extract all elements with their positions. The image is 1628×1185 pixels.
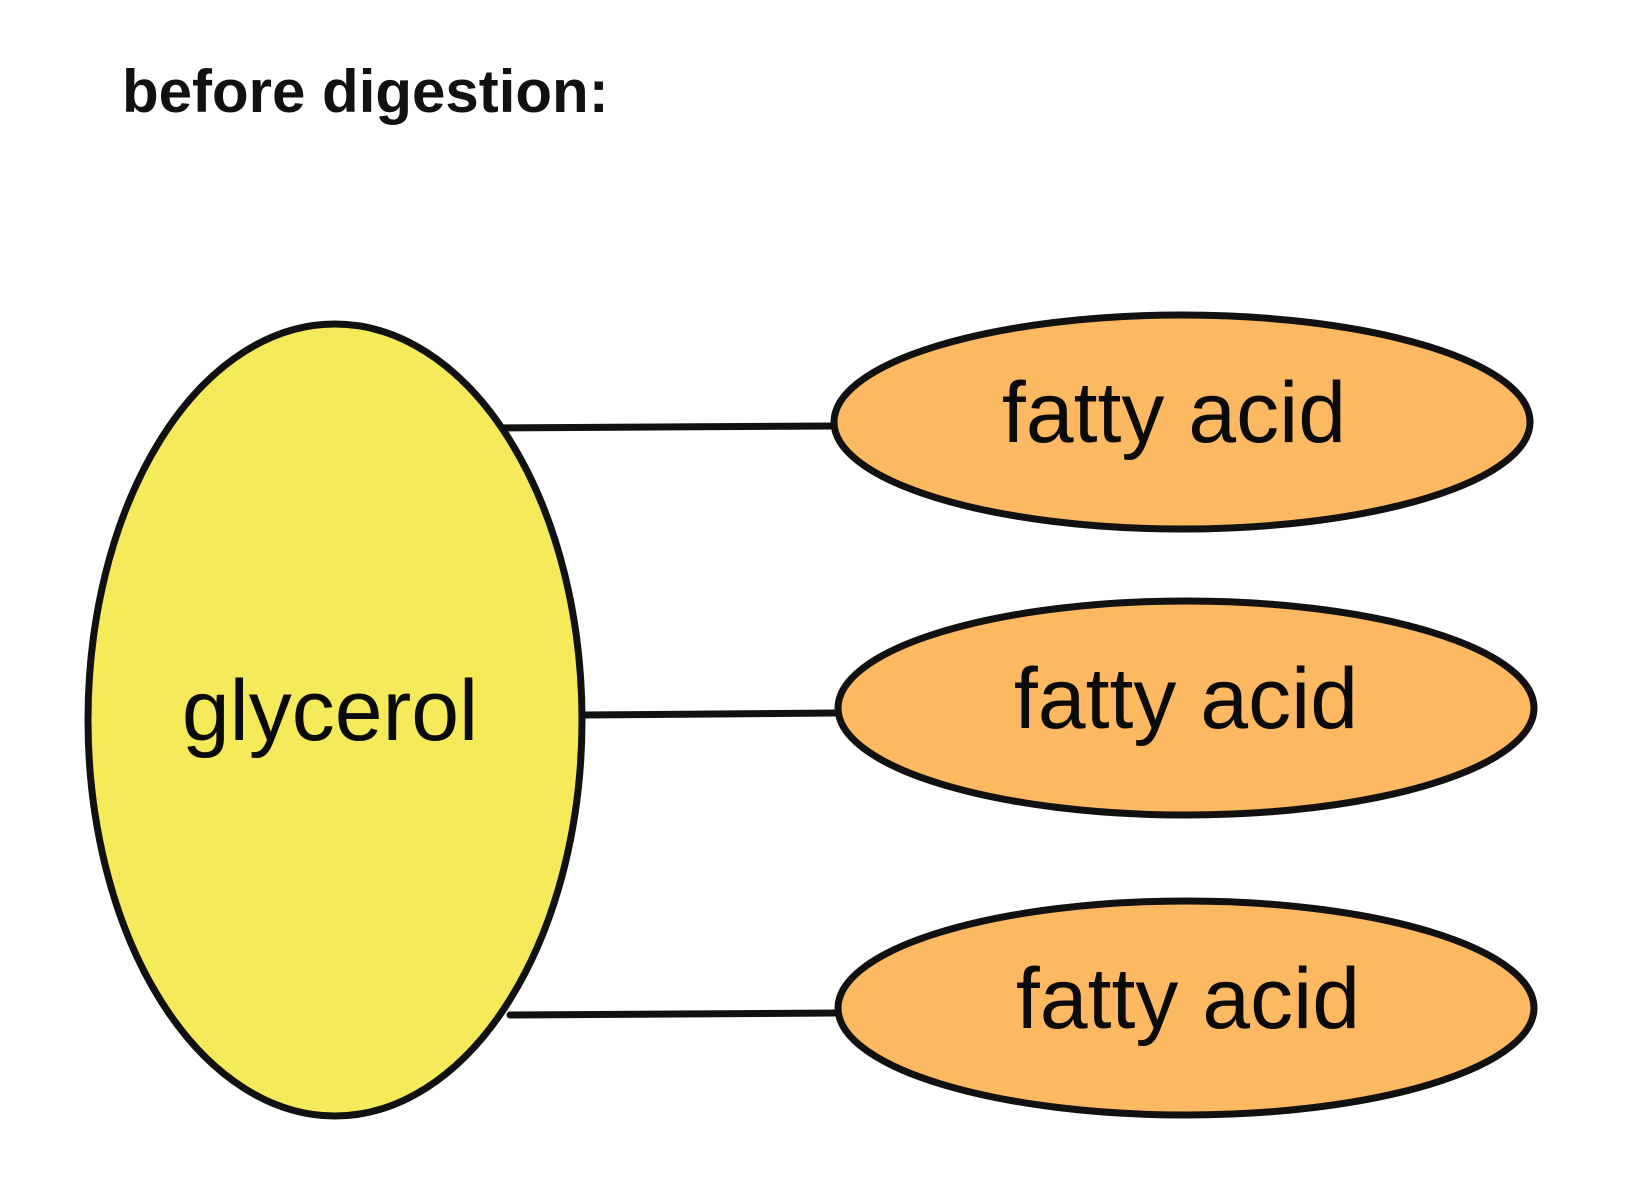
bond-line-2 xyxy=(580,709,840,719)
bond-line-1 xyxy=(489,422,836,432)
diagram-heading: before digestion: xyxy=(122,58,609,125)
bond-line-3 xyxy=(506,1009,840,1019)
fatty-acid-ellipse-1 xyxy=(830,311,1534,533)
glycerol-label: glycerol xyxy=(182,663,478,759)
fatty-acid-node-1: fatty acid xyxy=(830,311,1534,533)
fatty-acid-node-3: fatty acid xyxy=(834,897,1538,1119)
fatty-acid-label-2: fatty acid xyxy=(1014,651,1358,747)
glycerol-node: glycerol xyxy=(84,320,586,1120)
glycerol-ellipse xyxy=(84,320,586,1120)
fatty-acid-ellipse-2 xyxy=(834,597,1538,819)
fatty-acid-label-3: fatty acid xyxy=(1016,951,1360,1047)
fatty-acid-ellipse-3 xyxy=(834,897,1538,1119)
fatty-acid-label-1: fatty acid xyxy=(1002,365,1346,461)
fatty-acid-node-2: fatty acid xyxy=(834,597,1538,819)
